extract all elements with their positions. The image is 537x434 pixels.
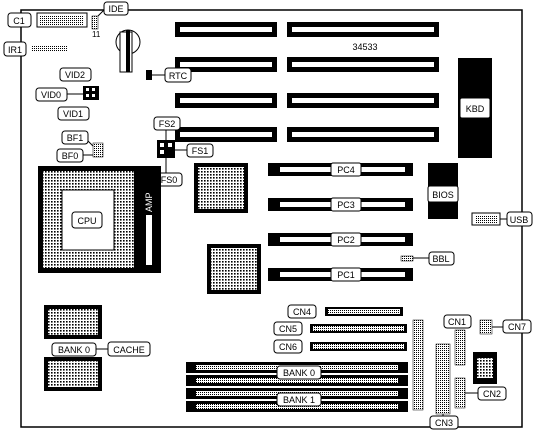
ir1-header (31, 46, 68, 51)
c1-label: C1 (13, 16, 25, 26)
bank0-label: BANK 0 (283, 368, 315, 378)
amp-label: AMP (144, 192, 154, 212)
bank1-label: BANK 1 (283, 395, 315, 405)
kbd-label: KBD (466, 104, 485, 114)
fs1-label: FS1 (192, 146, 209, 156)
bbl-jumper (400, 255, 414, 262)
cache-bank0-label: BANK 0 (58, 345, 90, 355)
vid1-label: VID1 (63, 109, 83, 119)
pin-11-label: 11 (92, 30, 101, 39)
cn7-connector (479, 319, 493, 335)
isa-slots-right (287, 22, 439, 142)
vid0-label: VID0 (41, 90, 61, 100)
cn5-label: CN5 (279, 324, 297, 334)
bbl-label: BBL (432, 254, 449, 264)
cn3-header (435, 343, 451, 415)
bios-label: BIOS (432, 190, 454, 200)
cn3-connector (412, 319, 424, 411)
cn1-connector (454, 329, 466, 366)
cn3-label: CN3 (435, 418, 453, 428)
ir1-label: IR1 (8, 45, 22, 55)
battery (115, 29, 141, 73)
usb-label: USB (510, 215, 529, 225)
vid2-label: VID2 (65, 70, 85, 80)
bf-jumpers (92, 142, 104, 158)
cn4-label: CN4 (293, 307, 311, 317)
cache-chip-top (44, 305, 102, 339)
cpu-label: CPU (77, 216, 96, 226)
chipset-chip-bottom (207, 244, 261, 294)
cn7-label: CN7 (508, 322, 526, 332)
cn2-label: CN2 (483, 389, 501, 399)
cache-chip-bottom (44, 357, 102, 391)
bf1-label: BF1 (67, 133, 84, 143)
pc3-label: PC3 (337, 200, 355, 210)
cn6-label: CN6 (279, 342, 297, 352)
cache-label: CACHE (113, 345, 145, 355)
fs-jumpers (157, 140, 175, 158)
pc2-label: PC2 (337, 235, 355, 245)
vid-jumpers (83, 86, 99, 100)
fs2-label: FS2 (159, 119, 176, 129)
isa-slots-left (175, 22, 277, 142)
ide-label: IDE (108, 4, 123, 14)
rtc-label: RTC (169, 71, 188, 81)
chipset-chip-top (194, 163, 248, 213)
fs0-label: FS0 (161, 175, 178, 185)
board-id: 34533 (352, 42, 377, 52)
ide-jumper (91, 15, 99, 30)
rtc-jumper (146, 70, 152, 80)
cn1-label: CN1 (448, 317, 466, 327)
usb-header (471, 212, 507, 226)
pc4-label: PC4 (337, 165, 355, 175)
pc1-label: PC1 (337, 270, 355, 280)
bf0-label: BF0 (62, 151, 79, 161)
cn2-connector (454, 377, 466, 409)
